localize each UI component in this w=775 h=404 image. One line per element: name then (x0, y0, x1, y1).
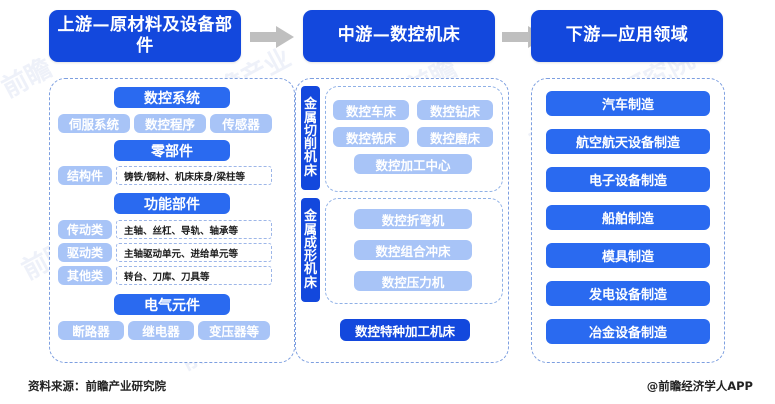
vertical-label-text: 金属成形机床 (303, 209, 317, 291)
midstream-item-machining-center[interactable]: 数控加工中心 (354, 154, 472, 174)
upstream-chip-transformer[interactable]: 变压器等 (198, 321, 270, 340)
desc-label: 主轴驱动单元、进给单元等 (124, 248, 239, 260)
item-label: 冶金设备制造 (588, 326, 667, 341)
midstream-item-cnc-drill[interactable]: 数控钻床 (417, 100, 493, 120)
upstream-section-title-electrical[interactable]: 电气元件 (114, 294, 230, 315)
item-label: 模具制造 (601, 250, 654, 265)
upstream-tag-others[interactable]: 其他类 (58, 266, 112, 285)
midstream-item-special-machining[interactable]: 数控特种加工机床 (340, 319, 470, 341)
midstream-item-cnc-combined-punch[interactable]: 数控组合冲床 (354, 240, 472, 260)
item-label: 数控加工中心 (375, 157, 451, 173)
section-title-label: 零部件 (151, 143, 193, 160)
item-label: 数控磨床 (429, 130, 480, 146)
downstream-item-metallurgy[interactable]: 冶金设备制造 (546, 319, 710, 344)
upstream-section-title-cnc-system[interactable]: 数控系统 (114, 87, 230, 108)
chip-label: 断路器 (72, 324, 110, 339)
upstream-chip-circuit-breaker[interactable]: 断路器 (58, 321, 124, 340)
midstream-item-cnc-press[interactable]: 数控压力机 (354, 271, 472, 291)
midstream-item-cnc-mill[interactable]: 数控铣床 (333, 127, 409, 147)
downstream-item-power-generation[interactable]: 发电设备制造 (546, 281, 710, 306)
header-upstream[interactable]: 上游—原材料及设备部件 (49, 10, 241, 62)
tag-label: 其他类 (66, 269, 103, 283)
item-label: 船舶制造 (601, 212, 654, 227)
item-label: 航空航天设备制造 (575, 136, 680, 151)
downstream-item-automotive[interactable]: 汽车制造 (546, 91, 710, 116)
tag-label: 驱动类 (66, 246, 103, 260)
midstream-item-cnc-lathe[interactable]: 数控车床 (333, 100, 409, 120)
header-upstream-label: 上游—原材料及设备部件 (57, 14, 233, 56)
item-label: 数控钻床 (429, 103, 480, 119)
item-label: 汽车制造 (601, 98, 654, 113)
upstream-chip-servo-system[interactable]: 伺服系统 (58, 114, 130, 133)
item-label: 数控组合冲床 (375, 243, 451, 259)
chip-label: 变压器等 (208, 324, 259, 339)
downstream-item-shipbuilding[interactable]: 船舶制造 (546, 205, 710, 230)
upstream-section-title-parts[interactable]: 零部件 (114, 140, 230, 161)
midstream-vertical-label-metal-forming: 金属成形机床 (301, 198, 320, 302)
tag-label: 传动类 (66, 223, 103, 237)
upstream-tag-transmission[interactable]: 传动类 (58, 220, 112, 239)
section-title-label: 电气元件 (144, 297, 200, 314)
upstream-chip-relay[interactable]: 继电器 (128, 321, 194, 340)
desc-label: 转台、刀库、刀具等 (124, 271, 210, 283)
downstream-item-electronics[interactable]: 电子设备制造 (546, 167, 710, 192)
upstream-desc-drive: 主轴驱动单元、进给单元等 (116, 243, 272, 262)
upstream-tag-structural-parts[interactable]: 结构件 (58, 166, 112, 185)
downstream-panel: 汽车制造 航空航天设备制造 电子设备制造 船舶制造 模具制造 发电设备制造 冶金… (531, 78, 725, 363)
upstream-chip-cnc-program[interactable]: 数控程序 (134, 114, 206, 133)
chip-label: 伺服系统 (68, 117, 119, 132)
item-label: 数控折弯机 (381, 212, 445, 228)
upstream-desc-transmission: 主轴、丝杠、导轨、轴承等 (116, 220, 272, 239)
midstream-item-cnc-grinder[interactable]: 数控磨床 (417, 127, 493, 147)
header-downstream-label: 下游—应用领域 (565, 25, 689, 46)
chip-label: 继电器 (142, 324, 180, 339)
midstream-vertical-label-metal-cutting: 金属切削机床 (301, 86, 320, 190)
item-label: 发电设备制造 (588, 288, 667, 303)
upstream-desc-others: 转台、刀库、刀具等 (116, 266, 272, 285)
section-title-label: 数控系统 (144, 90, 200, 107)
upstream-desc-structural-parts: 铸铁/钢材、机床床身/梁柱等 (116, 166, 272, 185)
item-label: 数控车床 (345, 103, 396, 119)
downstream-item-aerospace[interactable]: 航空航天设备制造 (546, 129, 710, 154)
upstream-chip-sensor[interactable]: 传感器 (210, 114, 272, 133)
midstream-item-cnc-bender[interactable]: 数控折弯机 (354, 209, 472, 229)
chip-label: 传感器 (222, 117, 260, 132)
downstream-item-mold[interactable]: 模具制造 (546, 243, 710, 268)
section-title-label: 功能部件 (144, 196, 200, 213)
item-label: 数控压力机 (381, 274, 445, 290)
desc-label: 主轴、丝杠、导轨、轴承等 (124, 225, 239, 237)
vertical-label-text: 金属切削机床 (303, 97, 317, 179)
header-downstream[interactable]: 下游—应用领域 (531, 10, 723, 62)
arrow-upstream-to-midstream (250, 26, 294, 48)
desc-label: 铸铁/钢材、机床床身/梁柱等 (124, 171, 245, 183)
header-midstream[interactable]: 中游—数控机床 (303, 10, 495, 62)
upstream-tag-drive[interactable]: 驱动类 (58, 243, 112, 262)
item-label: 数控特种加工机床 (354, 323, 455, 339)
source-note: 资料来源：前瞻产业研究院 (28, 379, 166, 393)
item-label: 数控铣床 (345, 130, 396, 146)
upstream-section-title-functional-parts[interactable]: 功能部件 (114, 193, 230, 214)
item-label: 电子设备制造 (588, 174, 667, 189)
brand-credit: @前瞻经济学人APP (646, 379, 753, 393)
tag-label: 结构件 (66, 169, 103, 183)
chip-label: 数控程序 (144, 117, 195, 132)
header-midstream-label: 中游—数控机床 (337, 25, 461, 46)
